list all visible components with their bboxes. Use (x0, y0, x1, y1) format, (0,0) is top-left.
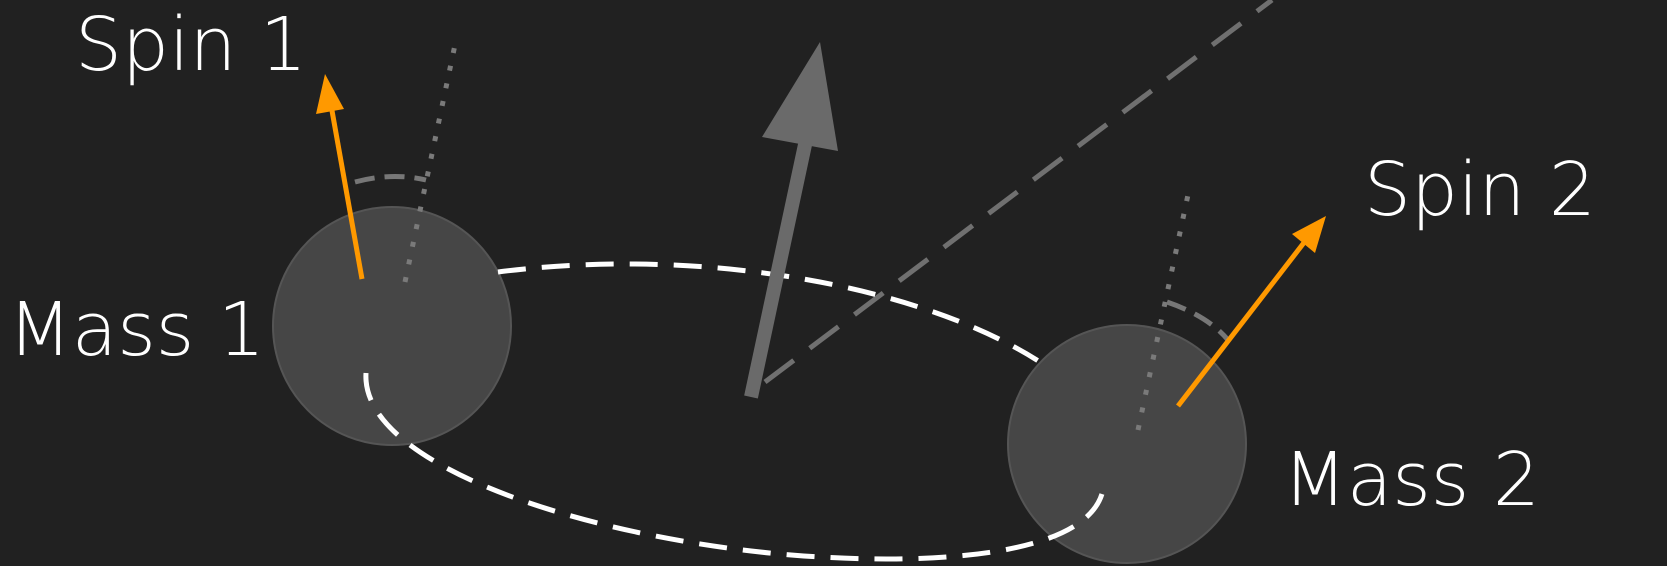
spin-1-label: Spin 1 (75, 2, 307, 88)
mass-2-label: Mass 2 (1283, 437, 1540, 523)
spin-2-label: Spin 2 (1364, 147, 1596, 233)
mass-1-label: Mass 1 (8, 287, 265, 373)
mass-1-body (273, 207, 511, 445)
